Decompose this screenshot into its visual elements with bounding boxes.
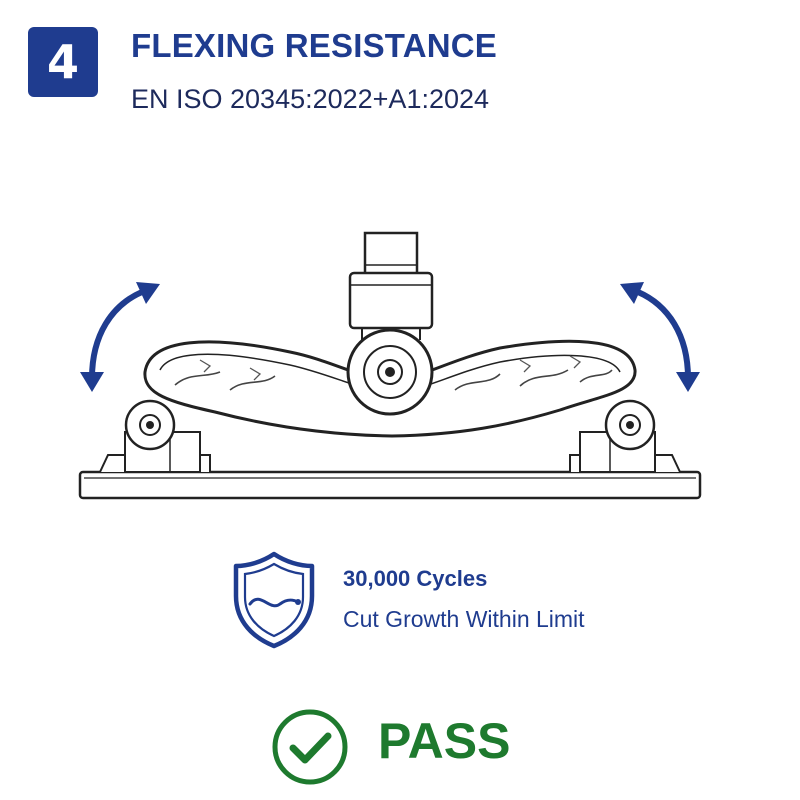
left-support-roller bbox=[99, 399, 211, 473]
shield-icon bbox=[233, 551, 315, 649]
flexing-test-illustration bbox=[78, 231, 702, 500]
check-circle-icon bbox=[272, 709, 348, 785]
page-title: FLEXING RESISTANCE bbox=[131, 27, 498, 64]
left-curved-double-arrow-icon bbox=[80, 282, 160, 392]
base-plate bbox=[78, 462, 702, 500]
flexing-mandrel bbox=[346, 231, 434, 416]
step-number-badge: 4 bbox=[28, 27, 98, 97]
criterion-text: Cut Growth Within Limit bbox=[343, 606, 585, 632]
right-support-roller bbox=[569, 399, 681, 473]
cycles-count: 30,000 Cycles bbox=[343, 566, 488, 591]
step-number: 4 bbox=[46, 35, 79, 89]
pass-label: PASS bbox=[378, 713, 511, 769]
standard-reference: EN ISO 20345:2022+A1:2024 bbox=[131, 84, 490, 114]
right-curved-double-arrow-icon bbox=[620, 282, 700, 392]
